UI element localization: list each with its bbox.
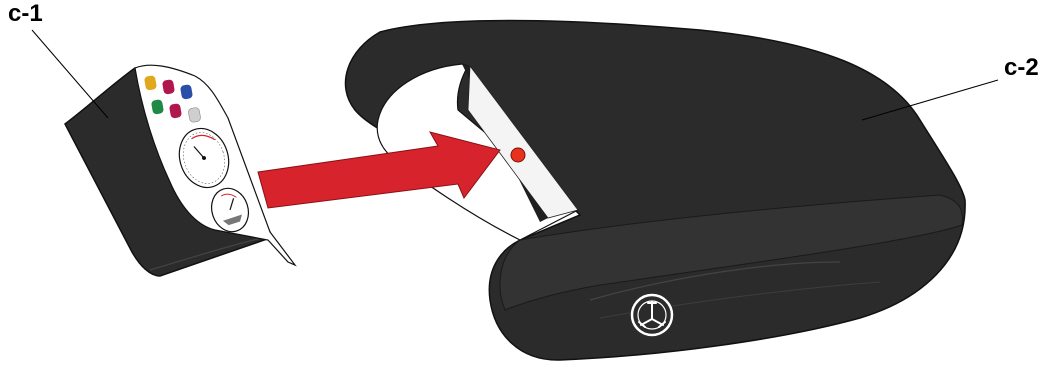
- leader-line-c1: [32, 30, 108, 118]
- yamaha-logo-icon: [632, 295, 672, 335]
- red-indicator-light-icon: [511, 148, 525, 162]
- housing-c2: [345, 21, 965, 361]
- module-c1: [65, 65, 295, 276]
- callout-label-c2: c-2: [1004, 56, 1039, 80]
- callout-label-c1: c-1: [8, 2, 43, 26]
- insertion-arrow-icon: [258, 132, 500, 208]
